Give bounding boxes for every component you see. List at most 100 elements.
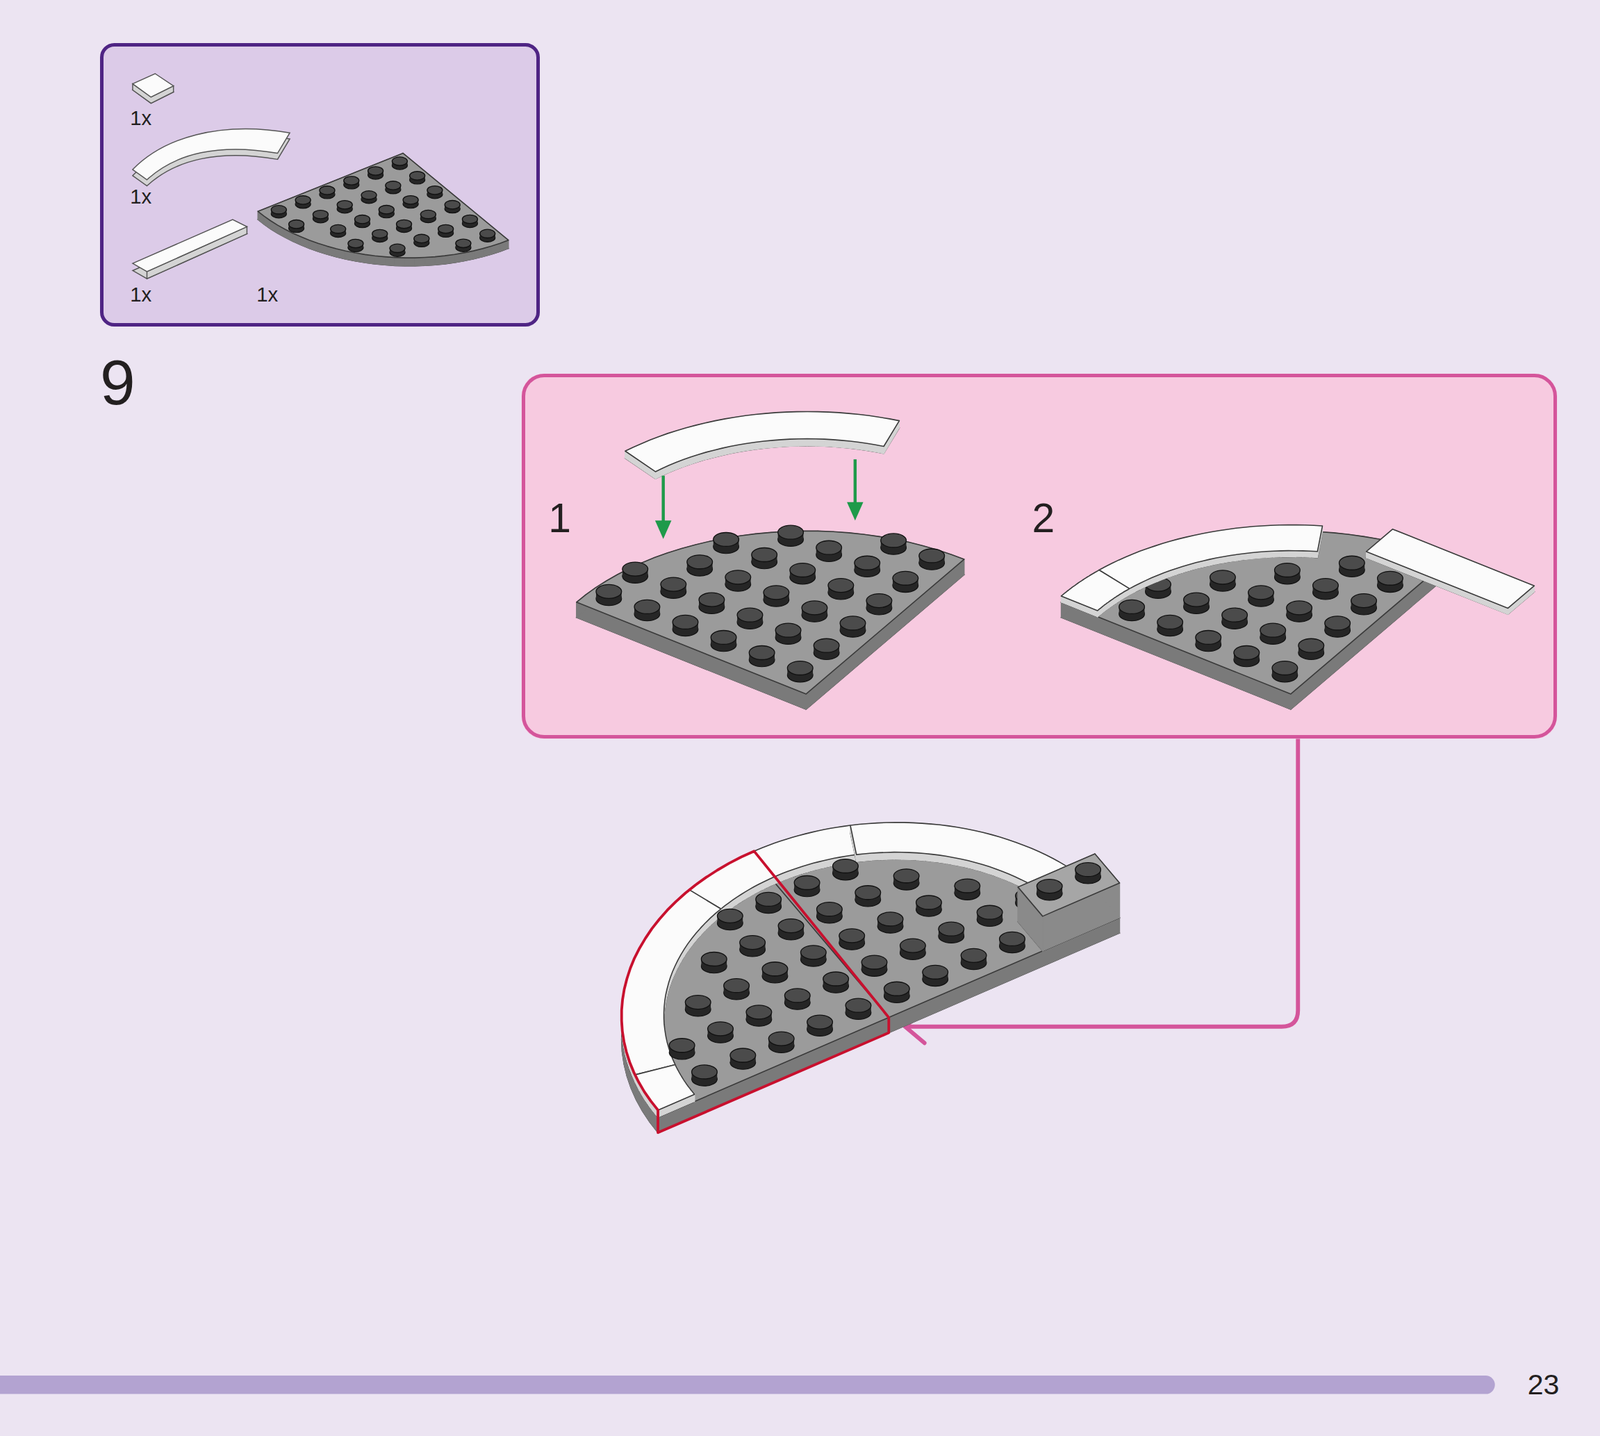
- stud: [855, 885, 881, 907]
- stud-top: [716, 908, 743, 923]
- stud: [710, 630, 737, 651]
- stud: [444, 200, 460, 213]
- stud-top: [409, 171, 426, 180]
- tile-1x4-top: [1366, 529, 1535, 609]
- stud-top: [319, 186, 335, 195]
- curved-tile-top: [625, 411, 900, 472]
- curved-tile-side: [864, 853, 872, 861]
- stud-top: [746, 1005, 772, 1020]
- stud: [845, 998, 872, 1020]
- stud: [669, 1038, 695, 1060]
- stud: [622, 562, 649, 583]
- curved-tile-top: [1099, 525, 1323, 590]
- curved-tile-side: [871, 852, 879, 861]
- curved-tile-side: [1295, 550, 1304, 558]
- stud-top: [828, 578, 854, 593]
- stud-top: [813, 638, 840, 653]
- curved-tile-side: [1281, 550, 1289, 558]
- stud: [396, 219, 412, 233]
- curved-tile-side: [1288, 550, 1296, 558]
- round-plate-side: [394, 257, 406, 267]
- stud-top: [1036, 879, 1063, 894]
- stud-top: [707, 1021, 734, 1036]
- stud: [775, 623, 802, 645]
- sub-step-2-illustration: [1061, 525, 1535, 710]
- stud-top: [999, 931, 1026, 946]
- stud: [361, 191, 377, 204]
- stud: [455, 238, 472, 252]
- stud: [672, 614, 699, 636]
- stud-top: [855, 885, 881, 900]
- curved-tile-side: [901, 852, 910, 861]
- stud-top: [723, 978, 750, 993]
- stud: [427, 186, 443, 199]
- stud: [336, 200, 353, 214]
- stud: [438, 224, 454, 237]
- round-plate-top: [257, 153, 508, 259]
- stud: [900, 938, 927, 960]
- stud: [1183, 592, 1210, 614]
- stud-top: [295, 195, 311, 205]
- stud-top: [919, 548, 945, 563]
- stud: [755, 892, 782, 913]
- step-number: 9: [100, 350, 136, 415]
- stud: [976, 905, 1003, 927]
- round-plate-side: [414, 257, 425, 267]
- stud-top: [391, 157, 408, 166]
- stud: [354, 214, 370, 228]
- stud-top: [270, 205, 287, 214]
- stud-top: [368, 166, 384, 176]
- panel-fills: [0, 43, 1557, 1395]
- stud: [854, 555, 881, 577]
- stud-top: [455, 238, 472, 248]
- stud: [922, 965, 949, 986]
- stud: [725, 570, 752, 592]
- sub-assembly-panel: 12: [521, 373, 1558, 740]
- stud: [409, 171, 426, 185]
- stud-top: [622, 562, 649, 576]
- stud: [378, 205, 394, 219]
- stud: [893, 869, 920, 890]
- stud: [1351, 594, 1377, 615]
- stud-top: [687, 555, 713, 569]
- stud: [960, 948, 987, 970]
- stud: [1157, 614, 1184, 636]
- stud-top: [372, 229, 388, 238]
- stud: [778, 919, 804, 940]
- curved-tile-side: [789, 439, 799, 447]
- stud: [414, 234, 430, 247]
- placement-arrow: [661, 475, 665, 526]
- new-part-outline: [621, 851, 890, 1133]
- stud-top: [672, 614, 699, 629]
- round-plate-side: [375, 255, 385, 265]
- curved-tile-side: [772, 439, 781, 448]
- stud: [1272, 661, 1298, 683]
- tile-1x1: [132, 73, 174, 98]
- stud-top: [354, 214, 370, 224]
- panel-fill: [100, 43, 540, 327]
- curved-tile-side: [1266, 550, 1274, 558]
- curved-tile-side: [1310, 550, 1318, 558]
- curved-tile: [132, 128, 290, 180]
- stud-top: [698, 592, 725, 607]
- stud-top: [1210, 570, 1236, 585]
- stud: [800, 945, 827, 967]
- stud-top: [385, 181, 401, 190]
- stud-top: [1324, 616, 1351, 631]
- stud-top: [801, 600, 828, 615]
- stud: [707, 1021, 734, 1043]
- stud-top: [833, 859, 859, 874]
- stud: [938, 921, 965, 943]
- stud-top: [348, 238, 364, 248]
- stud: [723, 978, 750, 1000]
- stud-top: [330, 224, 346, 233]
- stud-top: [343, 176, 360, 185]
- stud-top: [438, 224, 454, 233]
- placement-arrow: [853, 459, 857, 507]
- stud: [877, 912, 904, 934]
- stud-top: [1298, 638, 1325, 653]
- stud-top: [893, 869, 920, 884]
- stud-top: [778, 919, 804, 934]
- stud: [816, 540, 843, 562]
- stud: [794, 875, 820, 897]
